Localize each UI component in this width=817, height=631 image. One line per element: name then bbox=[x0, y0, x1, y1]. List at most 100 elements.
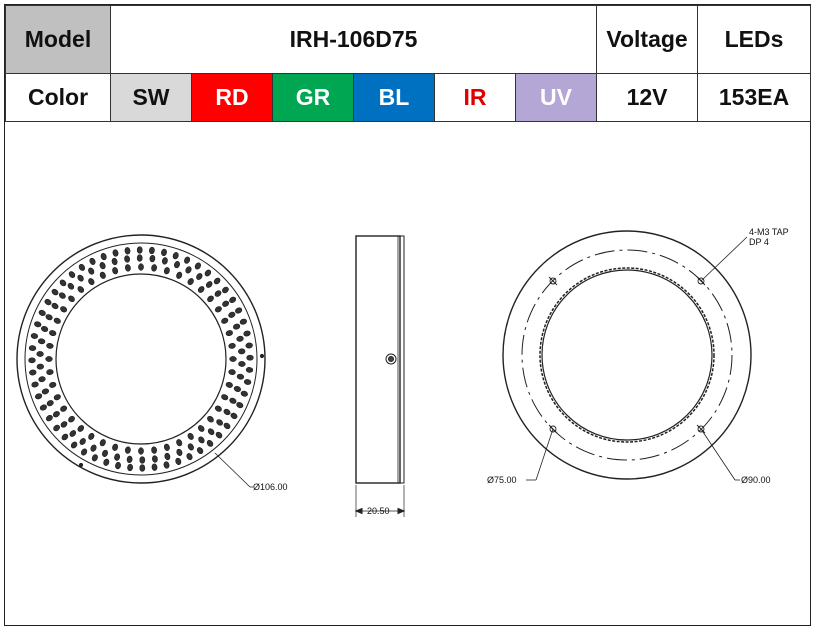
led bbox=[99, 262, 106, 270]
led bbox=[59, 279, 67, 287]
led bbox=[112, 267, 119, 275]
front-outer-ring bbox=[16, 234, 266, 484]
led bbox=[197, 286, 205, 293]
led bbox=[125, 264, 131, 272]
led bbox=[225, 381, 233, 388]
led bbox=[151, 463, 158, 471]
led bbox=[91, 454, 98, 462]
led bbox=[233, 386, 241, 392]
led-array bbox=[28, 246, 254, 472]
led bbox=[225, 330, 233, 337]
led bbox=[139, 464, 146, 472]
led bbox=[70, 441, 78, 449]
led bbox=[124, 247, 131, 255]
led bbox=[161, 257, 168, 265]
led bbox=[222, 286, 229, 294]
model-label: Model bbox=[5, 5, 111, 74]
color-swatch-ir: IR bbox=[434, 73, 516, 122]
tap-hole bbox=[549, 425, 557, 433]
led bbox=[77, 286, 85, 293]
led bbox=[35, 393, 43, 400]
led bbox=[228, 311, 236, 318]
led bbox=[187, 443, 194, 451]
technical-drawing: Ø106.00 20.50 bbox=[16, 227, 789, 517]
led bbox=[45, 356, 53, 362]
led bbox=[41, 388, 49, 395]
led bbox=[243, 379, 252, 385]
led bbox=[240, 390, 248, 397]
led bbox=[60, 405, 68, 412]
led bbox=[214, 290, 222, 297]
led bbox=[37, 338, 46, 345]
led bbox=[46, 400, 54, 407]
led bbox=[99, 271, 106, 279]
tap-label-line2: DP 4 bbox=[749, 237, 769, 247]
led bbox=[198, 436, 205, 444]
led bbox=[126, 455, 133, 464]
side-dimension-arrow bbox=[397, 507, 406, 515]
led bbox=[88, 278, 95, 286]
back-inner-ring-knurl bbox=[539, 267, 715, 443]
led bbox=[229, 356, 237, 362]
led bbox=[222, 300, 230, 307]
color-swatch-uv: UV bbox=[514, 73, 598, 122]
led bbox=[102, 449, 108, 457]
led bbox=[176, 271, 183, 279]
led bbox=[214, 405, 222, 412]
back-outer-ring bbox=[502, 230, 752, 480]
led bbox=[53, 424, 60, 432]
front-mount-hole bbox=[259, 353, 265, 359]
led bbox=[238, 348, 246, 355]
led bbox=[136, 246, 143, 254]
led bbox=[152, 455, 158, 463]
led bbox=[164, 452, 171, 461]
led bbox=[41, 326, 49, 332]
color-swatch-bl: BL bbox=[353, 73, 435, 122]
led bbox=[136, 254, 143, 262]
tap-label-line1: 4-M3 TAP bbox=[749, 227, 789, 237]
led bbox=[163, 267, 170, 275]
led bbox=[34, 321, 42, 328]
led bbox=[44, 299, 52, 306]
led bbox=[138, 447, 144, 455]
led bbox=[78, 263, 86, 271]
led bbox=[236, 335, 244, 342]
front-mount-hole bbox=[78, 462, 84, 468]
led bbox=[163, 443, 170, 451]
tap-hole bbox=[549, 277, 557, 285]
led bbox=[77, 425, 85, 432]
led bbox=[216, 419, 223, 426]
tap-hole bbox=[697, 277, 705, 285]
front-outer-diameter-label: Ø106.00 bbox=[253, 482, 288, 492]
tap-leader bbox=[700, 236, 748, 282]
led bbox=[51, 302, 59, 310]
led bbox=[221, 394, 229, 401]
led bbox=[187, 278, 194, 286]
led bbox=[112, 443, 119, 451]
led bbox=[197, 425, 205, 432]
side-connector bbox=[385, 353, 397, 365]
back-view bbox=[502, 230, 752, 481]
led bbox=[89, 257, 96, 265]
led bbox=[207, 295, 214, 303]
led bbox=[186, 453, 193, 461]
led bbox=[230, 412, 238, 419]
led bbox=[68, 295, 75, 303]
led bbox=[176, 439, 183, 447]
led bbox=[207, 428, 215, 435]
tap-holes bbox=[548, 276, 706, 434]
led bbox=[46, 343, 54, 349]
led bbox=[52, 411, 60, 418]
led bbox=[29, 369, 37, 376]
led bbox=[69, 430, 77, 437]
led bbox=[214, 306, 222, 313]
led bbox=[205, 281, 213, 288]
led bbox=[53, 394, 61, 401]
led bbox=[115, 461, 121, 470]
led bbox=[204, 269, 212, 277]
led bbox=[235, 307, 243, 314]
led bbox=[45, 314, 53, 321]
led bbox=[100, 253, 107, 261]
inner-diameter-leader bbox=[535, 428, 554, 481]
led bbox=[39, 404, 47, 411]
